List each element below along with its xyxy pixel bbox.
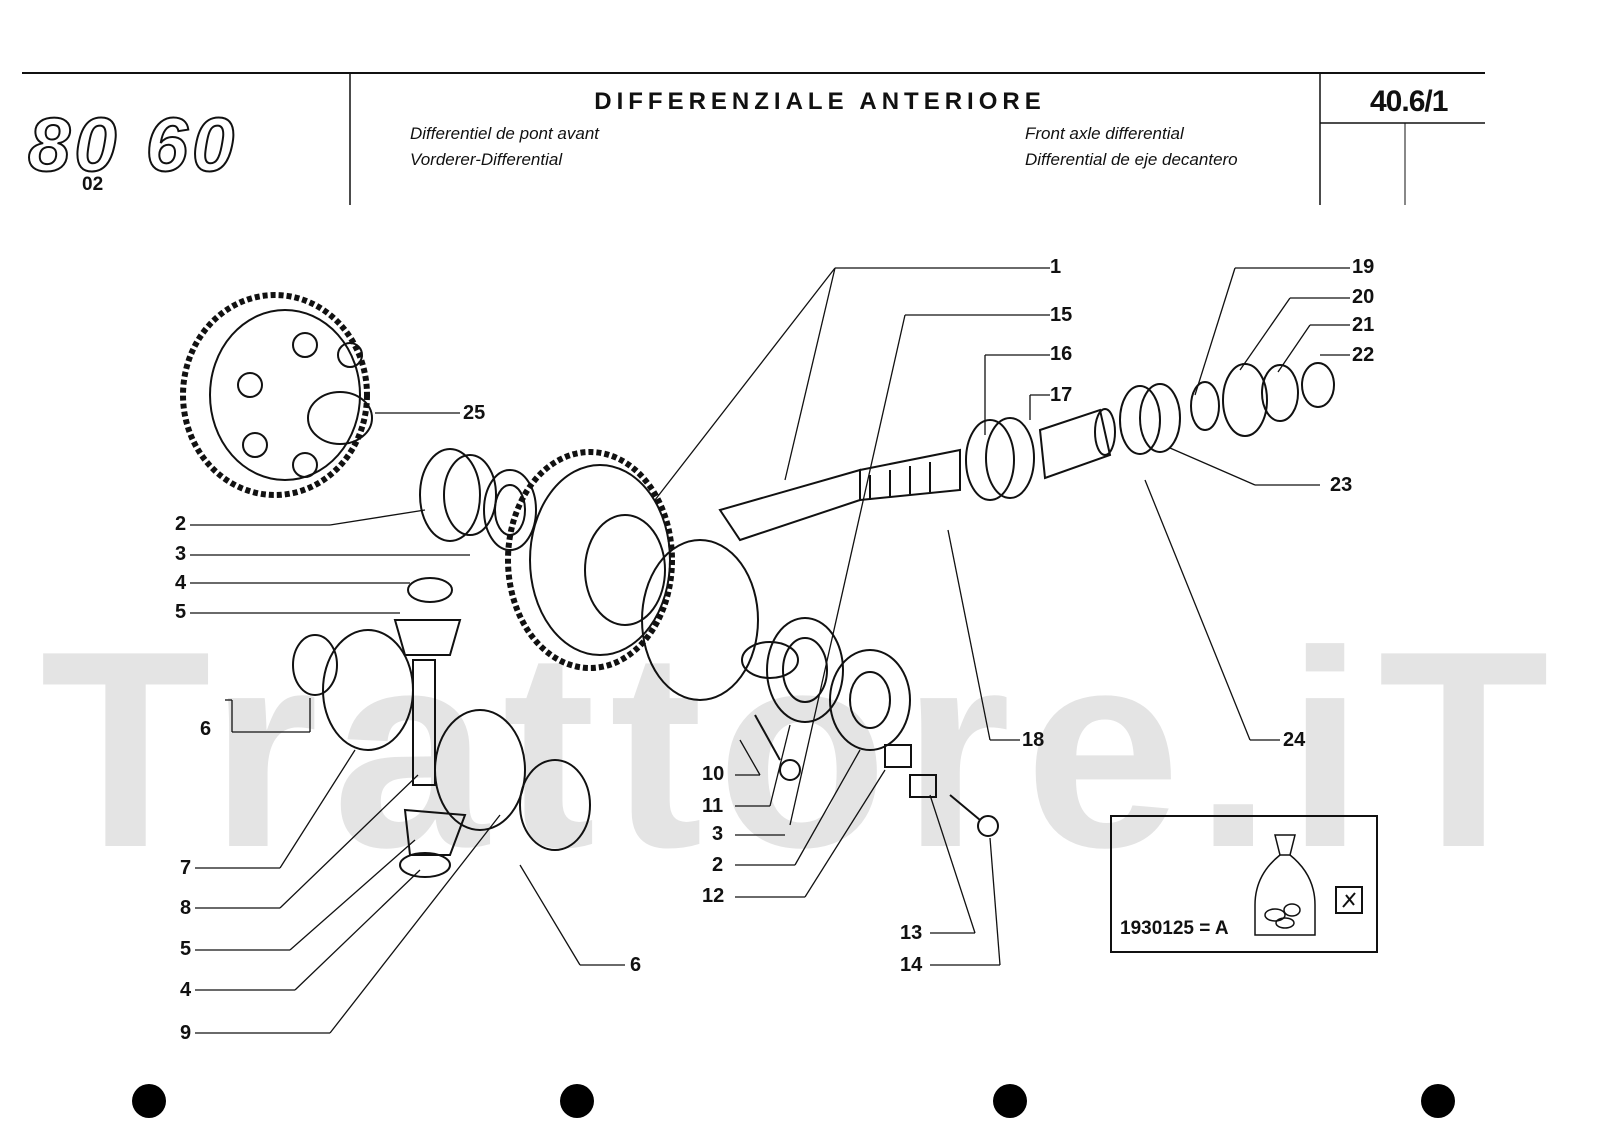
page-title: DIFFERENZIALE ANTERIORE — [594, 88, 1046, 115]
kit-code: 1930125 = A — [1120, 918, 1229, 939]
callout-24: 24 — [1283, 729, 1306, 751]
binder-hole — [132, 1084, 166, 1118]
callout-20: 20 — [1352, 286, 1375, 308]
callout-19: 19 — [1352, 256, 1375, 278]
model-logo: 80 60 — [27, 102, 239, 189]
callout-8: 8 — [180, 897, 192, 919]
callout-5-top: 5 — [175, 601, 187, 623]
callout-22: 22 — [1352, 344, 1375, 366]
callout-23: 23 — [1330, 474, 1353, 496]
subtitle-es: Differential de eje decantero — [1025, 150, 1238, 169]
watermark: Trattore.iT — [40, 594, 1564, 906]
callout-4-top: 4 — [175, 572, 187, 594]
callout-14: 14 — [900, 954, 923, 976]
callout-21: 21 — [1352, 314, 1375, 336]
differential-housing-25 — [180, 292, 373, 498]
callout-10: 10 — [702, 763, 725, 785]
callout-7: 7 — [180, 857, 192, 879]
callout-13: 13 — [900, 922, 923, 944]
callout-11: 11 — [702, 795, 724, 817]
callout-2-right: 2 — [712, 854, 724, 876]
callout-12: 12 — [702, 885, 725, 907]
subtitle-de: Vorderer-Differential — [410, 150, 563, 169]
header-frame — [22, 72, 1485, 205]
parts-bag-icon — [1254, 834, 1316, 936]
binder-hole — [993, 1084, 1027, 1118]
binder-hole — [1421, 1084, 1455, 1118]
subtitle-fr: Differentiel de pont avant — [410, 124, 600, 143]
callout-1: 1 — [1050, 256, 1062, 278]
callout-17: 17 — [1050, 384, 1073, 406]
callout-25: 25 — [463, 402, 486, 424]
callout-16: 16 — [1050, 343, 1073, 365]
callout-6-left: 6 — [200, 718, 212, 740]
kit-box — [1110, 815, 1378, 953]
callout-6-bottom: 6 — [630, 954, 642, 976]
callout-3-left: 3 — [175, 543, 187, 565]
binder-hole — [560, 1084, 594, 1118]
page-code: 40.6/1 — [1370, 85, 1448, 118]
callout-4-bottom: 4 — [180, 979, 192, 1001]
callout-15: 15 — [1050, 304, 1073, 326]
variant-code: 02 — [82, 174, 104, 195]
callout-9: 9 — [180, 1022, 192, 1044]
callout-2-left: 2 — [175, 513, 187, 535]
callout-18: 18 — [1022, 729, 1045, 751]
kit-symbol-icon — [1335, 886, 1363, 914]
callout-5-bottom: 5 — [180, 938, 192, 960]
subtitle-en: Front axle differential — [1025, 124, 1184, 143]
callout-3-right: 3 — [712, 823, 724, 845]
